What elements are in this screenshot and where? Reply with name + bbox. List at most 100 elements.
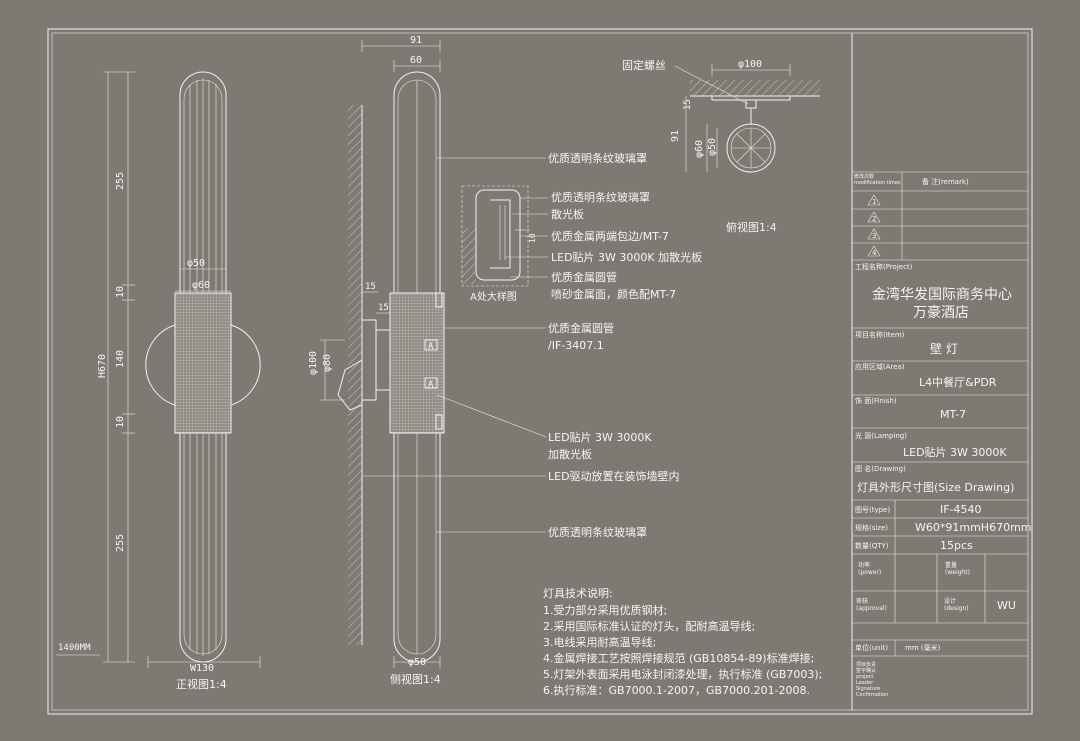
qty-value: 15pcs [940, 539, 973, 552]
callout-metal-tube-code: /IF-3407.1 [548, 339, 604, 352]
label-line: project [856, 674, 873, 680]
detail-dim-10: 10 [528, 233, 537, 243]
rev-num-2: 2 [872, 215, 876, 223]
top-view-title: 俯视图1:4 [726, 220, 777, 234]
front-dim-255-top: 255 [115, 172, 126, 190]
top-dim-15: 15 [683, 99, 693, 110]
top-view [674, 64, 820, 173]
lamp-label: 光 源(Lamping) [855, 431, 907, 440]
side-wall [348, 105, 362, 645]
floor-label: 1400MM [58, 643, 91, 653]
callout-driver: LED驱动放置在装饰墙壁内 [548, 469, 680, 483]
area-value: L4中餐厅&PDR [919, 375, 997, 389]
side-view [320, 40, 445, 668]
front-dim-255-bottom: 255 [115, 534, 126, 552]
rev-num-1: 1 [872, 198, 876, 206]
top-screw-label: 固定螺丝 [622, 58, 666, 72]
side-dim-91: 91 [410, 35, 422, 46]
top-phi100: φ100 [738, 59, 762, 70]
tech-note-6: 6.执行标准：GB7000.1-2007，GB7000.201-2008. [543, 683, 810, 697]
finish-label: 饰 面(Finish) [855, 396, 897, 405]
unit-value: mm (毫米) [905, 643, 941, 652]
title-block [851, 33, 1028, 710]
side-dim-15a: 15 [365, 282, 376, 292]
side-marker-a2: A [428, 380, 434, 390]
inner-border [51, 32, 1029, 711]
front-view-title: 正视图1:4 [176, 677, 227, 691]
top-phi60: φ60 [694, 140, 705, 158]
front-view [56, 71, 261, 668]
top-view-ring [726, 123, 776, 173]
callout-led-diffuser: 加散光板 [548, 447, 592, 461]
top-phi50: φ50 [707, 138, 718, 156]
callout-glass-detail: 优质透明条纹玻璃罩 [551, 190, 650, 204]
label-line: 审核 [856, 597, 868, 605]
size-value: W60*91mmH670mm [915, 521, 1032, 534]
label-line: 功率 [858, 561, 870, 569]
front-phi50: φ50 [187, 258, 205, 269]
item-label: 项目名称(Item) [855, 330, 905, 339]
tech-note-5: 5.灯架外表面采用电泳封闭漆处理，执行标准 (GB7003); [543, 667, 822, 681]
unit-label: 单位(unit) [855, 643, 888, 652]
label-line: 项目负责 [856, 661, 876, 668]
side-phi100: φ100 [308, 351, 319, 375]
callout-metal-edge: 优质金属两端包边/MT-7 [551, 229, 669, 243]
label-line: Confirmation [856, 692, 888, 698]
top-dim-91: 91 [670, 130, 681, 142]
type-label: 图号(type) [855, 506, 890, 514]
front-backplate [145, 324, 176, 406]
front-height-label: H670 [97, 354, 108, 378]
finish-value: MT-7 [940, 408, 966, 421]
label-line: modification times [854, 180, 901, 186]
power-label: 功率(power) [858, 561, 881, 576]
front-phi60: φ60 [192, 280, 210, 291]
callout-glass-top: 优质透明条纹玻璃罩 [548, 151, 647, 165]
project-line1: 金湾华发国际商务中心 [872, 286, 1012, 303]
callout-metal-tube: 优质金属圆管 [548, 321, 614, 335]
side-marker-a1: A [428, 342, 434, 352]
label-line: Leader [856, 680, 874, 686]
callout-led: LED贴片 3W 3000K [548, 430, 652, 444]
side-view-title: 侧视图1:4 [390, 672, 441, 686]
area-label: 应用区域(Area) [855, 362, 905, 371]
callout-metal-tube-detail: 优质金属圆管 [551, 270, 617, 284]
label-line: (power) [858, 569, 881, 576]
front-dim-10-bottom: 10 [115, 416, 126, 428]
tech-notes-heading: 灯具技术说明: [543, 586, 613, 600]
callout-diffuser: 散光板 [551, 207, 584, 221]
front-dim-10-top: 10 [115, 286, 126, 298]
side-dim-60: 60 [410, 55, 422, 66]
lamp-value: LED贴片 3W 3000K [903, 445, 1007, 459]
detail-a [461, 185, 530, 287]
approval-label: 审核(approval) [856, 597, 887, 612]
drawing-label: 图 名(Drawing) [855, 464, 906, 473]
weight-label: 重量(weight) [945, 561, 970, 576]
label-line: (weight) [945, 569, 970, 576]
callout-led-detail: LED贴片 3W 3000K 加散光板 [551, 250, 702, 264]
design-value: WU [997, 599, 1016, 612]
label-line: 设计 [944, 597, 956, 605]
side-phi80: φ80 [322, 354, 333, 372]
side-phi50: φ50 [408, 657, 426, 668]
type-value: IF-4540 [940, 503, 982, 516]
project-line2: 万豪酒店 [913, 305, 969, 321]
label-line: (design) [944, 605, 969, 612]
front-dim-140: 140 [115, 350, 126, 368]
size-label: 规格(size) [855, 523, 888, 532]
side-metal-sleeve [389, 292, 445, 434]
callout-glass-bottom: 优质透明条纹玻璃罩 [548, 525, 647, 539]
drawing-value: 灯具外形尺寸图(Size Drawing) [857, 480, 1014, 494]
label-line: Signature [856, 686, 880, 692]
tech-note-1: 1.受力部分采用优质钢材; [543, 603, 667, 617]
tech-note-3: 3.电线采用耐高温导线; [543, 635, 656, 649]
design-label: 设计(design) [944, 597, 969, 612]
tech-note-4: 4.金属焊接工艺按照焊接规范 (GB10854-89)标准焊接; [543, 651, 814, 665]
qty-label: 数量(QTY) [855, 541, 889, 550]
rev-num-3: 3 [872, 232, 876, 240]
callout-sandblast: 喷砂金属面，颜色配MT-7 [551, 287, 676, 301]
tech-note-2: 2.采用国际标准认证的灯头，配耐高温导线; [543, 619, 755, 633]
front-width-label: W130 [190, 663, 214, 674]
